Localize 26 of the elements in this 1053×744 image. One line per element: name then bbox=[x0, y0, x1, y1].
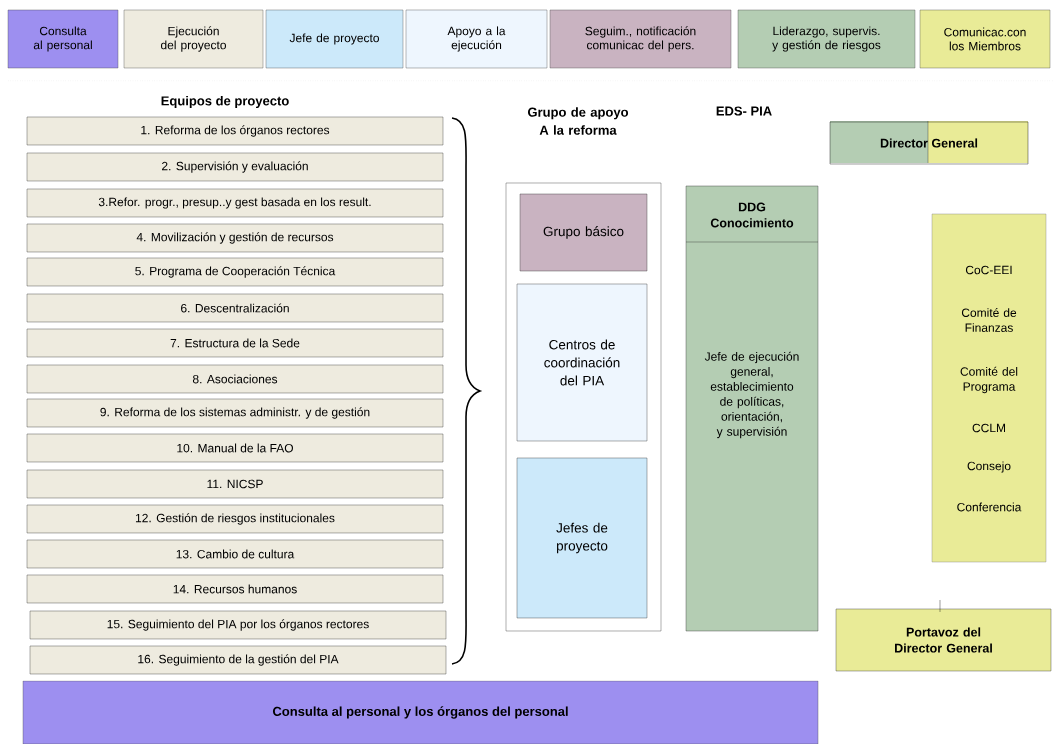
project-team-box: 2. Supervisión y evaluación bbox=[26, 152, 444, 182]
project-team-box: 12. Gestión de riesgos institucionales bbox=[26, 504, 444, 534]
director-box: Director General bbox=[829, 120, 1029, 165]
project-team-box: 1. Reforma de los órganos rectores bbox=[26, 116, 444, 146]
section-heading: EDS- PIA bbox=[716, 106, 772, 116]
project-team-box: 8. Asociaciones bbox=[26, 364, 444, 394]
project-team-box: 14. Recursos humanos bbox=[26, 574, 444, 604]
project-team-box: 10. Manual de la FAO bbox=[26, 433, 444, 463]
project-team-box: 13. Cambio de cultura bbox=[26, 539, 444, 569]
project-team-box: 16. Seguimiento de la gestión del PIA bbox=[29, 645, 447, 675]
project-team-box: 11. NICSP bbox=[26, 469, 444, 499]
consultation-bar: Consulta al personal y los órganos del personal bbox=[22, 680, 819, 744]
project-team-box: 5. Programa de Cooperación Técnica bbox=[26, 257, 444, 287]
spokesperson-box: Portavoz del Director General bbox=[835, 599, 1052, 672]
unit-box: Centros de coordinación del PIA bbox=[516, 283, 648, 442]
project-team-box: 7. Estructura de la Sede bbox=[26, 328, 444, 358]
committee-box: CoC-EEI Comité de Finanzas Comité del Programa CCLM Consejo Conferencia bbox=[931, 213, 1047, 563]
unit-box: Grupo básico bbox=[519, 193, 648, 272]
project-team-box: 6. Descentralización bbox=[26, 293, 444, 323]
node-label: Grupo de apoyo A la reforma bbox=[527, 107, 629, 135]
ddg-column-box: DDG Conocimiento Jefe de ejecución general, establecimiento de políticas, orientación, y supervisión bbox=[685, 185, 819, 632]
project-team-box: 4. Movilización y gestión de recursos bbox=[26, 223, 444, 253]
project-team-box: 15. Seguimiento del PIA por los órganos rectores bbox=[29, 610, 447, 640]
unit-box: Jefes de proyecto bbox=[516, 457, 648, 619]
project-team-box: 3.Refor. progr., presup..y gest basada en los result. bbox=[26, 188, 444, 218]
project-team-box: 9. Reforma de los sistemas administr. y de gestión bbox=[26, 398, 444, 428]
